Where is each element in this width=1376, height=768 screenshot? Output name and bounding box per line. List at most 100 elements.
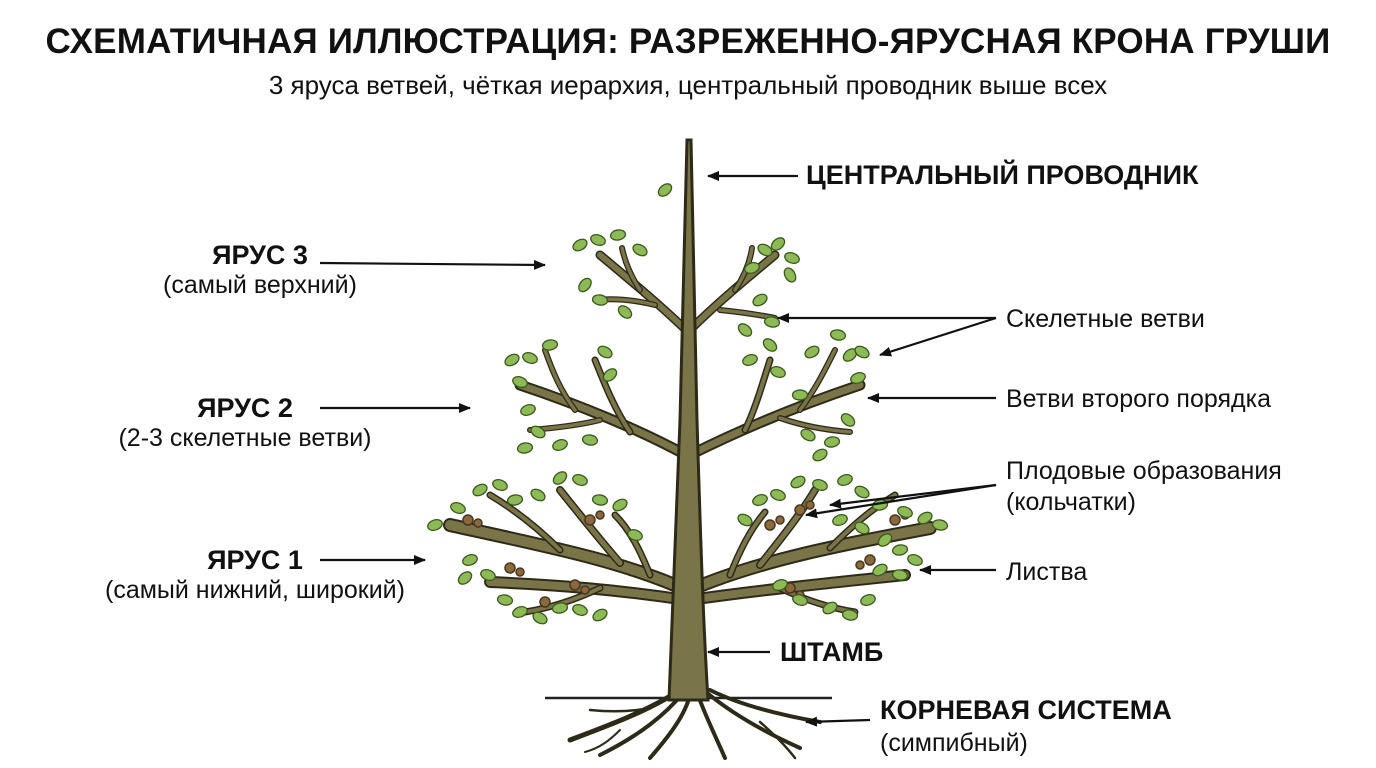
leaf [917,511,933,525]
leaf [837,473,853,487]
leaf [581,434,599,446]
callout-arrows [319,171,997,727]
leaf [840,413,856,427]
label-root-type: (симпибный) [880,729,1028,757]
leaf [572,473,588,487]
leaf [492,478,508,492]
leaf [530,425,546,439]
leaf [737,323,753,337]
leaf [877,533,893,547]
tier-1-name: ЯРУС 1 [207,545,303,575]
leaf [744,261,760,275]
leaf [783,267,797,283]
leaf [737,513,753,527]
leaf [532,611,548,625]
leaf [530,488,546,502]
leaf [770,365,786,379]
leaf [812,448,828,462]
leaf [800,428,816,442]
tier-2-label: ЯРУС 2 (2-3 скелетные ветви) [15,393,475,453]
leaf [823,436,841,448]
leaf [612,498,628,512]
leaf [541,339,559,351]
leaf [572,238,588,252]
trunk [667,138,710,702]
tier-2-note: (2-3 скелетные ветви) [118,424,372,452]
tier-1-note: (самый нижний, широкий) [105,576,405,604]
leaf [854,521,870,535]
leaf [657,183,673,197]
leaf [829,329,847,341]
leaf [592,608,608,622]
leaf [609,229,627,241]
leaf [907,553,923,567]
leaf [578,277,592,293]
tier-3-label: ЯРУС 3 (самый верхний) [40,240,480,300]
leaf [551,602,569,614]
leaf [854,485,870,499]
leaf [763,316,781,328]
label-central-leader: ЦЕНТРАЛЬНЫЙ ПРОВОДНИК [806,160,1199,190]
label-second-order-branches: Ветви второго порядка [1006,385,1272,413]
leaf [462,553,478,567]
leaf [784,251,800,265]
label-foliage: Листва [1006,558,1088,586]
label-fruiting-formations: Плодовые образования [1006,457,1282,485]
label-fruiting-rings: (кольчатки) [1006,488,1136,516]
leaf [597,345,613,359]
leaf [480,568,496,582]
leaf [804,345,820,359]
leaf [832,513,848,527]
leaf [472,483,488,497]
leaf [627,528,643,542]
tier-3-name: ЯРУС 3 [212,240,308,270]
leaf [512,375,528,389]
leaf [450,501,466,515]
leaf [757,243,773,257]
leaf [850,371,866,385]
leaf [427,518,443,532]
foliage [427,183,949,625]
leaf [552,471,568,485]
leaf [591,294,609,306]
leaf [931,519,949,531]
tier-1-label: ЯРУС 1 (самый нижний, широкий) [15,545,495,605]
tier-2-name: ЯРУС 2 [197,393,293,423]
tier-3-note: (самый верхний) [163,271,357,299]
label-trunk: ШТАМБ [780,637,884,667]
leaf [591,494,609,506]
fruiting-spurs [462,500,910,608]
leaf [512,605,528,619]
leaf [791,389,809,401]
leaf [822,601,838,615]
leaf [790,475,806,489]
leaf [742,353,758,367]
leaf [897,505,913,519]
leaf [522,351,538,365]
diagram-title: СХЕМАТИЧНАЯ ИЛЛЮСТРАЦИЯ: РАЗРЕЖЕННО-ЯРУС… [45,22,1331,61]
leaf [812,478,828,492]
label-root-system: КОРНЕВАЯ СИСТЕМА [880,695,1172,725]
leaf [770,488,786,502]
leaf [590,233,606,247]
leaf [854,345,870,359]
leaf [632,243,648,257]
leaf [841,609,859,621]
leaf [860,593,876,607]
leaf [602,368,618,382]
leaf [891,569,909,581]
leaf [872,563,888,577]
leaf [770,237,786,251]
leaf [520,403,536,417]
leaf [752,293,768,307]
leaf [506,494,524,506]
leaf [516,442,534,454]
leaf [496,594,514,606]
leaf [572,603,588,617]
leaf [504,353,520,367]
leaf [617,305,633,319]
leaf [772,578,788,592]
leaf [762,338,778,352]
leaf [752,493,768,507]
